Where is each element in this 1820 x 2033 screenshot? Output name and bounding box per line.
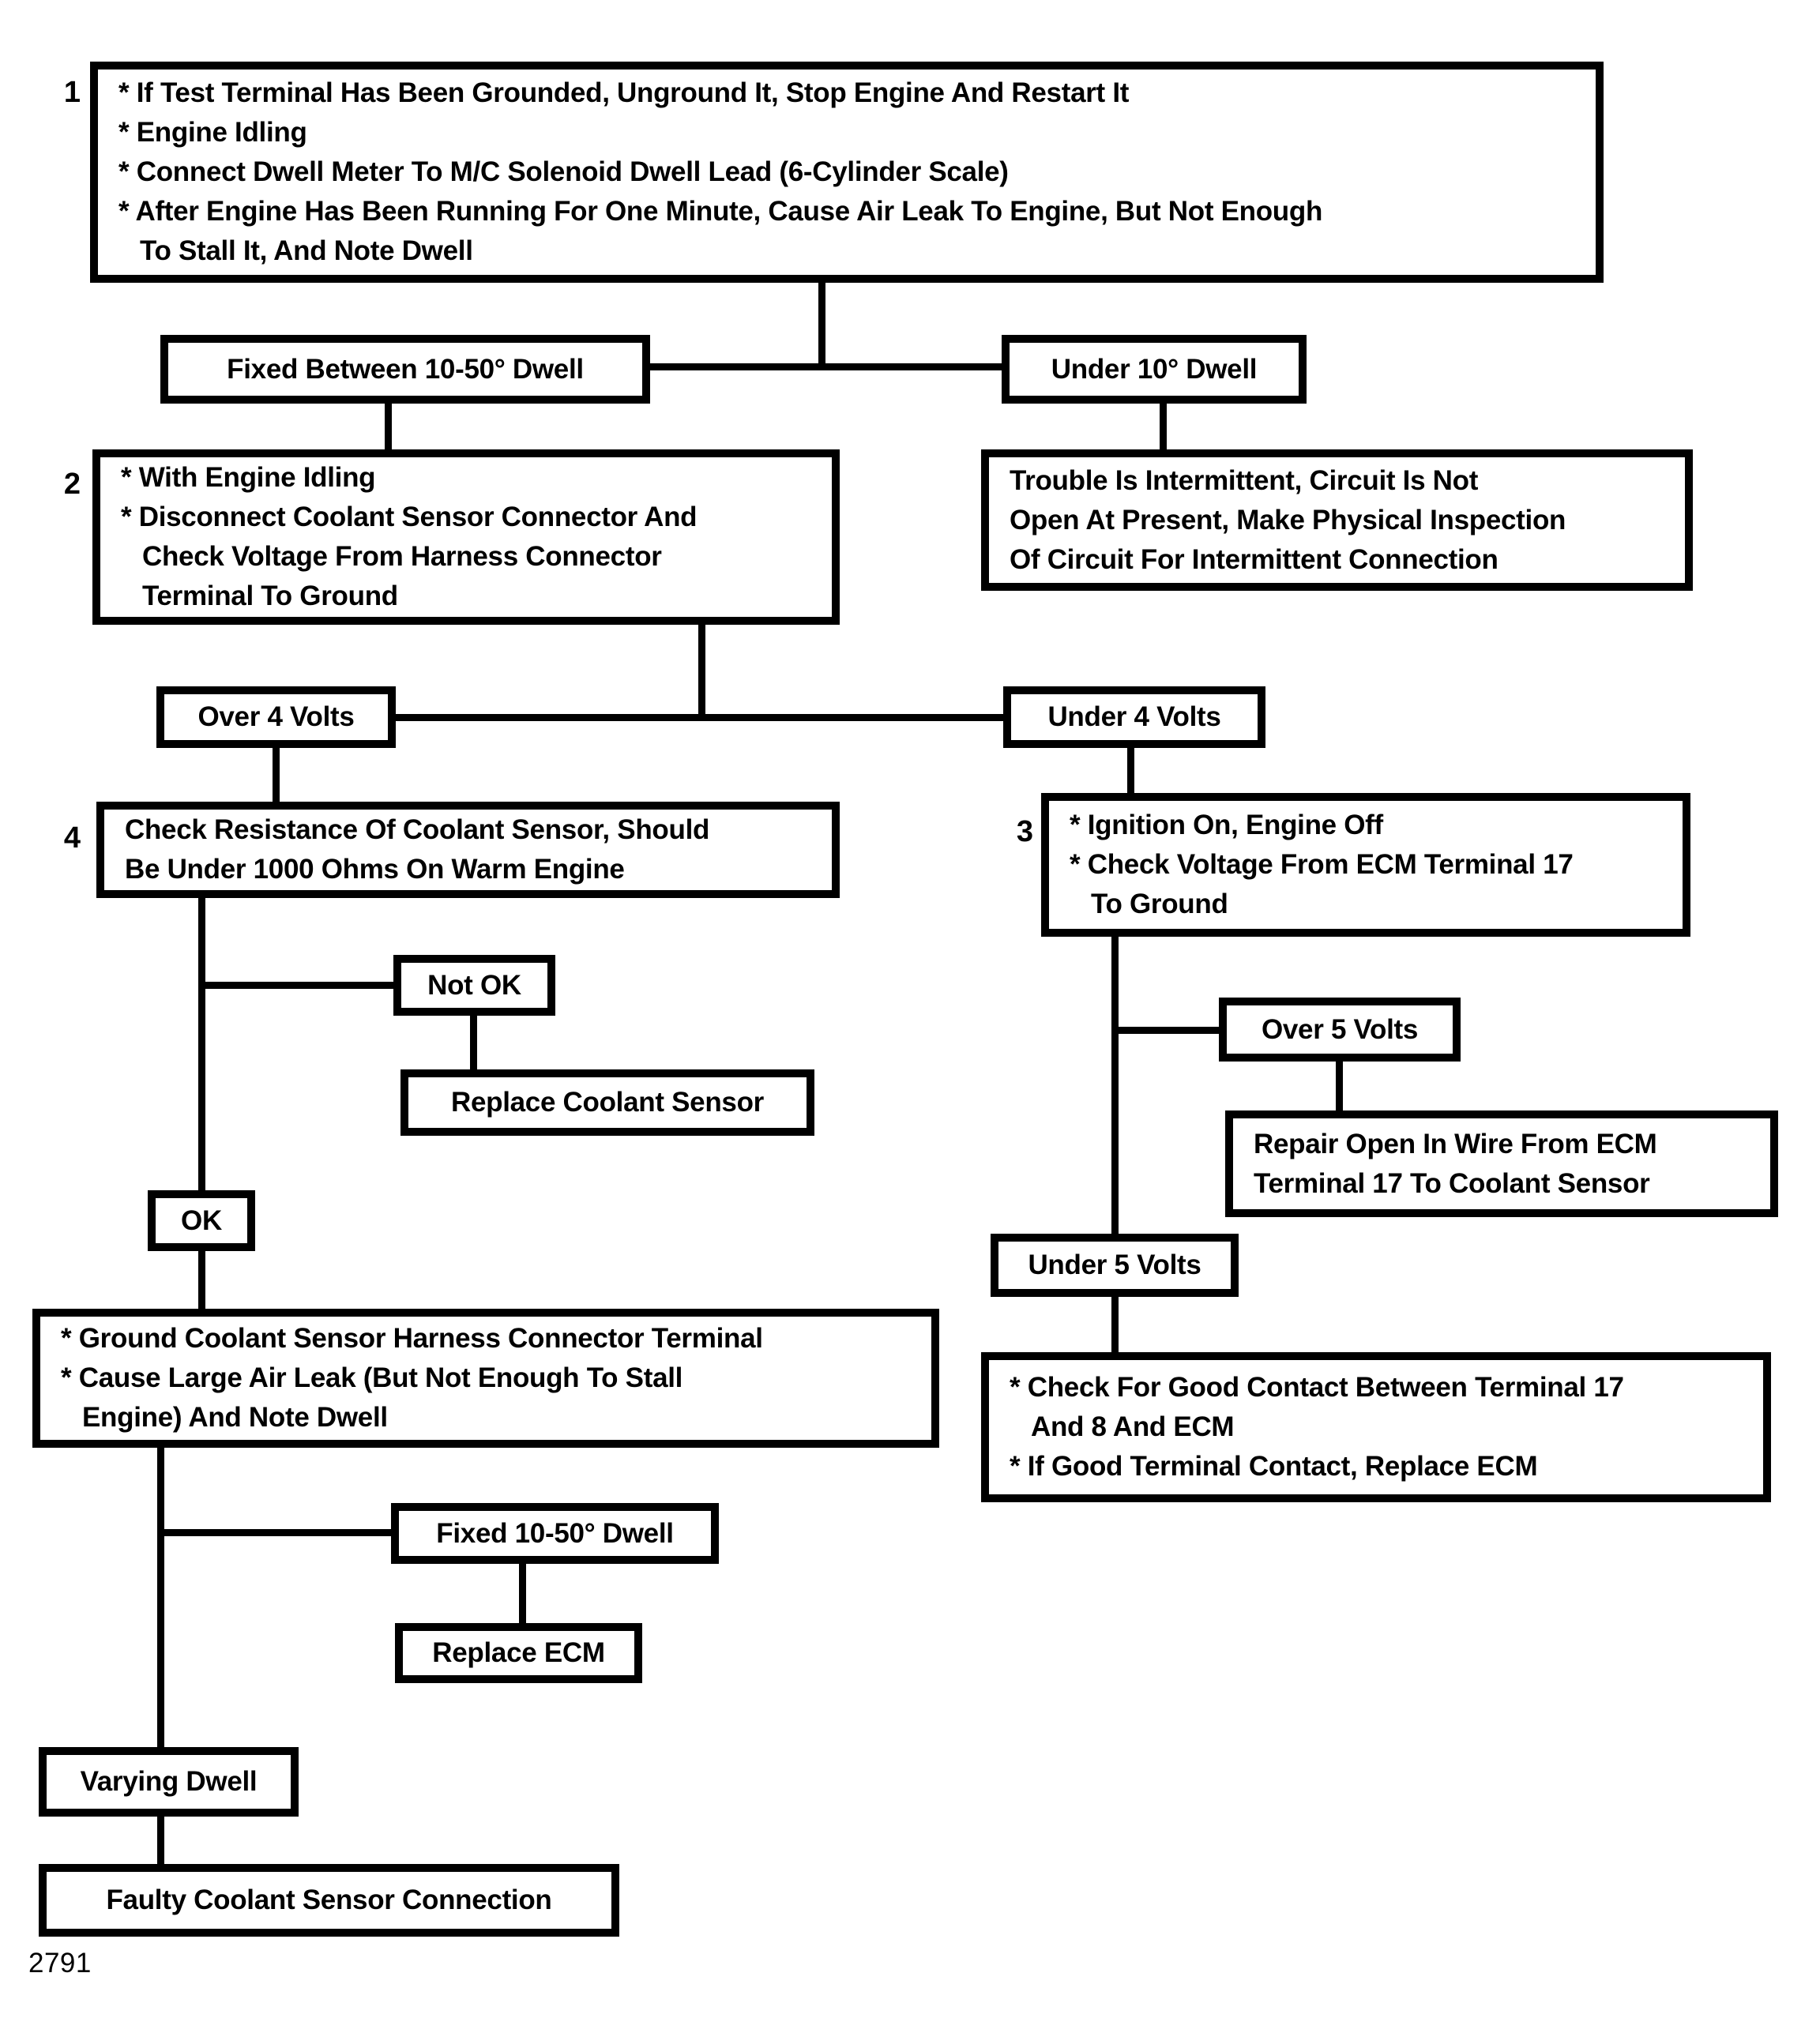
- step1-number: 1: [63, 76, 81, 109]
- step1-line: * Engine Idling: [118, 117, 307, 148]
- over-4-volts-box: Over 4 Volts: [156, 686, 396, 748]
- connector-over5-down: [1336, 1062, 1343, 1110]
- step4-line: Check Resistance Of Coolant Sensor, Shou…: [125, 814, 710, 845]
- step4-box: Check Resistance Of Coolant Sensor, Shou…: [96, 802, 840, 898]
- trouble-line: Open At Present, Make Physical Inspectio…: [1010, 504, 1566, 535]
- over-5-volts-box: Over 5 Volts: [1219, 998, 1461, 1062]
- ground-line: * Ground Coolant Sensor Harness Connecto…: [61, 1323, 763, 1354]
- varying-dwell-label: Varying Dwell: [80, 1766, 258, 1797]
- ground-line: Engine) And Note Dwell: [82, 1402, 388, 1433]
- connector-under4-to-step3: [1127, 748, 1134, 793]
- fixed-10-50-dwell-box: Fixed 10-50° Dwell: [391, 1503, 719, 1564]
- step2-line: * With Engine Idling: [121, 462, 376, 493]
- connector-over4-to-step4: [273, 748, 280, 802]
- faulty-coolant-sensor-connection-box: Faulty Coolant Sensor Connection: [39, 1864, 619, 1937]
- step3-line: * Check Voltage From ECM Terminal 17: [1070, 849, 1574, 880]
- ground-coolant-sensor-box: * Ground Coolant Sensor Harness Connecto…: [32, 1309, 939, 1448]
- ok-label: OK: [181, 1204, 222, 1236]
- connector-step3-trunk: [1111, 937, 1119, 1234]
- step3-number: 3: [1016, 815, 1033, 848]
- under-10-dwell-box: Under 10° Dwell: [1002, 335, 1307, 404]
- step2-line: Check Voltage From Harness Connector: [142, 541, 662, 572]
- replace-ecm-box: Replace ECM: [395, 1623, 642, 1683]
- connector-fixed1050-down: [519, 1564, 526, 1623]
- trouble-line: Trouble Is Intermittent, Circuit Is Not: [1010, 464, 1479, 496]
- step1-line: * Connect Dwell Meter To M/C Solenoid Dw…: [118, 156, 1009, 187]
- step2-box: * With Engine Idling * Disconnect Coolan…: [92, 449, 840, 625]
- contact-line: * If Good Terminal Contact, Replace ECM: [1010, 1451, 1538, 1482]
- repair-open-wire-box: Repair Open In Wire From ECM Terminal 17…: [1225, 1110, 1778, 1217]
- connector-notok-down: [470, 1016, 477, 1069]
- connector-under5-down: [1111, 1297, 1119, 1352]
- step2-line: * Disconnect Coolant Sensor Connector An…: [121, 502, 698, 532]
- step4-line: Be Under 1000 Ohms On Warm Engine: [125, 854, 625, 885]
- trouble-line: Of Circuit For Intermittent Connection: [1010, 543, 1498, 575]
- check-terminal-contact-box: * Check For Good Contact Between Termina…: [981, 1352, 1771, 1502]
- not-ok-box: Not OK: [393, 955, 555, 1016]
- under-5-volts-box: Under 5 Volts: [991, 1234, 1239, 1297]
- under-5-volts-label: Under 5 Volts: [1028, 1249, 1201, 1280]
- connector-step4-trunk: [198, 898, 205, 1190]
- not-ok-label: Not OK: [427, 969, 521, 1001]
- step3-box: * Ignition On, Engine Off * Check Voltag…: [1041, 793, 1690, 937]
- fixed-10-50-dwell-label: Fixed 10-50° Dwell: [436, 1517, 674, 1549]
- replace-ecm-label: Replace ECM: [432, 1637, 605, 1668]
- over-5-volts-label: Over 5 Volts: [1261, 1013, 1419, 1045]
- over-4-volts-label: Over 4 Volts: [197, 701, 355, 732]
- connector-step1-down: [818, 283, 825, 368]
- contact-line: And 8 And ECM: [1031, 1411, 1235, 1442]
- connector-ground-trunk: [157, 1448, 164, 1747]
- connector-dwell-branch: [648, 363, 1005, 370]
- under-4-volts-label: Under 4 Volts: [1047, 701, 1221, 732]
- connector-to-notok: [198, 982, 393, 989]
- step1-line: * If Test Terminal Has Been Grounded, Un…: [118, 77, 1130, 108]
- replace-coolant-sensor-box: Replace Coolant Sensor: [400, 1069, 814, 1136]
- connector-fixed-to-step2: [385, 404, 392, 449]
- step1-line: To Stall It, And Note Dwell: [140, 235, 473, 266]
- step3-line: To Ground: [1091, 889, 1228, 919]
- step3-line: * Ignition On, Engine Off: [1070, 810, 1383, 840]
- under-10-dwell-label: Under 10° Dwell: [1051, 353, 1258, 385]
- step2-line: Terminal To Ground: [142, 581, 398, 611]
- contact-line: * Check For Good Contact Between Termina…: [1010, 1372, 1624, 1403]
- connector-step2-down: [698, 625, 705, 720]
- fixed-between-10-50-dwell-box: Fixed Between 10-50° Dwell: [160, 335, 650, 404]
- step4-number: 4: [63, 821, 81, 855]
- connector-ok-down: [198, 1251, 205, 1309]
- step2-number: 2: [63, 468, 81, 501]
- ok-box: OK: [148, 1190, 255, 1251]
- repair-line: Terminal 17 To Coolant Sensor: [1254, 1167, 1650, 1199]
- step1-box: * If Test Terminal Has Been Grounded, Un…: [90, 62, 1604, 283]
- faulty-coolant-sensor-connection-label: Faulty Coolant Sensor Connection: [106, 1885, 552, 1915]
- fixed-between-10-50-dwell-label: Fixed Between 10-50° Dwell: [227, 353, 584, 385]
- connector-to-over5: [1111, 1027, 1219, 1034]
- connector-volts4-branch: [395, 714, 1005, 721]
- step1-line: * After Engine Has Been Running For One …: [118, 196, 1323, 227]
- connector-varying-down: [157, 1817, 164, 1864]
- trouble-intermittent-box: Trouble Is Intermittent, Circuit Is Not …: [981, 449, 1693, 591]
- under-4-volts-box: Under 4 Volts: [1003, 686, 1265, 748]
- varying-dwell-box: Varying Dwell: [39, 1747, 299, 1817]
- ground-line: * Cause Large Air Leak (But Not Enough T…: [61, 1362, 683, 1393]
- repair-line: Repair Open In Wire From ECM: [1254, 1128, 1657, 1159]
- figure-number: 2791: [28, 1948, 92, 1979]
- connector-to-fixed1050: [157, 1529, 391, 1536]
- connector-under10-to-trouble: [1160, 404, 1167, 449]
- replace-coolant-sensor-label: Replace Coolant Sensor: [450, 1087, 764, 1118]
